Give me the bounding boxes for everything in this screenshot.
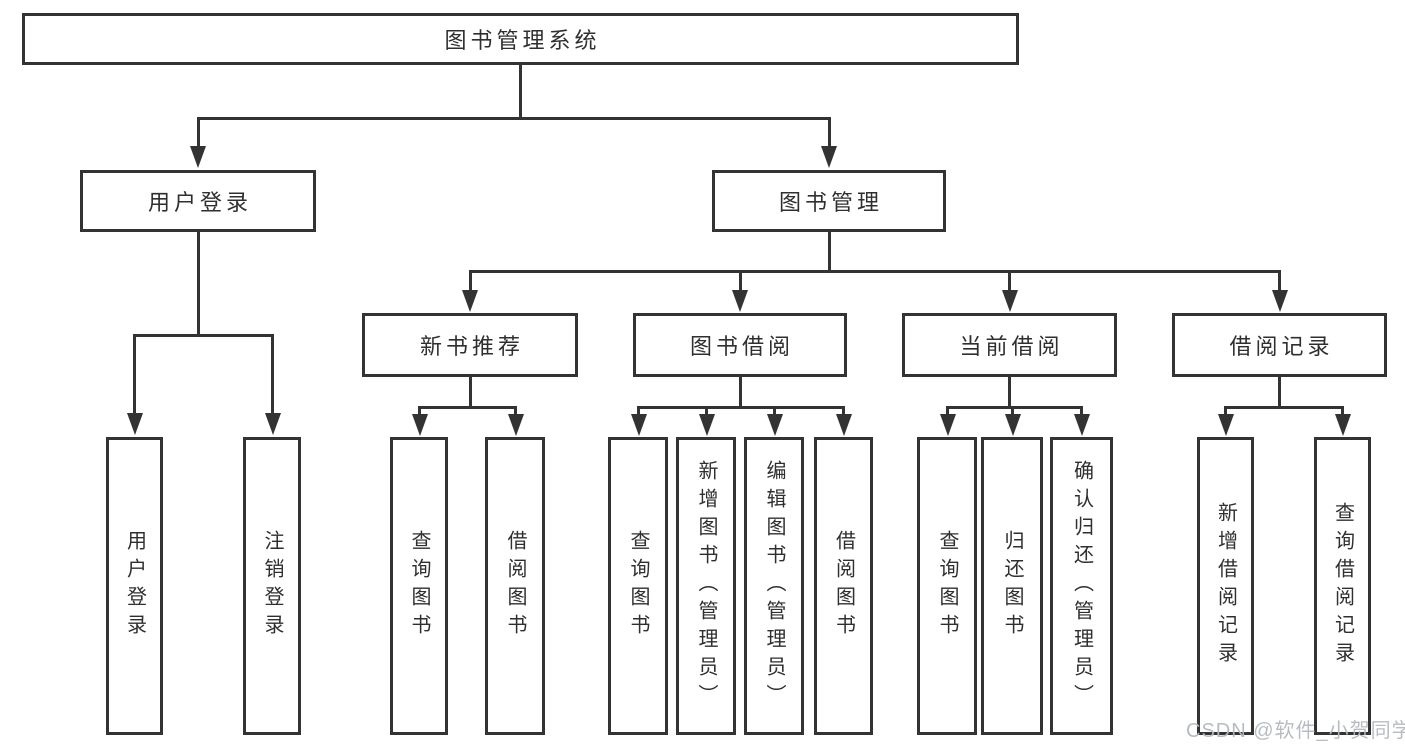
connector-leaf-drop [133,334,136,414]
arrow-down-icon [127,413,143,435]
connector-leaf-drop [271,334,274,414]
leaf-current-query-books: 查询图书 [917,437,977,735]
arrow-down-icon [190,146,206,168]
connector-root-branch [197,117,831,120]
arrow-down-icon [412,414,428,436]
node-borrowing-records: 借阅记录 [1172,313,1387,377]
leaf-borrow-edit-books-admin: 编辑图书（管理员） [744,437,804,735]
arrow-down-icon [631,414,647,436]
arrow-down-icon [462,290,478,312]
connector-user-login-stem [197,232,200,336]
arrow-down-icon [836,414,852,436]
node-user-login: 用户登录 [80,170,316,232]
connector-records-branch [1224,406,1343,409]
leaf-record-query: 查询借阅记录 [1314,437,1371,735]
connector-l3-drop [739,270,742,291]
connector-new-book-branch [418,406,516,409]
node-book-management: 图书管理 [712,170,946,232]
node-new-book-recommend: 新书推荐 [362,313,578,377]
arrow-down-icon [821,146,837,168]
leaf-borrow-query-books: 查询图书 [608,437,668,735]
arrow-down-icon [767,414,783,436]
connector-l3-drop [1278,270,1281,291]
connector-user-login-branch [133,334,273,337]
node-current-borrowing: 当前借阅 [902,313,1117,377]
leaf-record-add: 新增借阅记录 [1197,437,1254,735]
watermark: CSDN @软件_小贺同学 [1186,720,1405,742]
connector-leaf-drop [514,406,517,416]
arrow-down-icon [699,414,715,436]
connector-leaf-drop [705,406,708,416]
arrow-down-icon [1002,290,1018,312]
connector-leaf-drop [1080,406,1083,416]
connector-leaf-drop [1224,406,1227,416]
connector-l3-drop [1008,270,1011,291]
connector-leaf-drop [1011,406,1014,416]
leaf-newbook-query-books: 查询图书 [390,437,448,735]
node-book-borrowing: 图书借阅 [633,313,847,377]
leaf-newbook-borrow-books: 借阅图书 [485,437,545,735]
arrow-down-icon [940,414,956,436]
connector-book-mgmt-branch [469,270,1281,273]
connector-book-borrow-stem [739,377,742,408]
arrow-down-icon [1218,414,1234,436]
connector-leaf-drop [773,406,776,416]
node-library-system: 图书管理系统 [22,13,1019,65]
connector-new-book-stem [469,377,472,408]
arrow-down-icon [1272,290,1288,312]
arrow-down-icon [1335,414,1351,436]
connector-leaf-drop [637,406,640,416]
connector-records-stem [1278,377,1281,408]
connector-book-borrow-branch [637,406,844,409]
connector-current-borrow-stem [1008,377,1011,408]
connector-user-login-drop [197,117,200,147]
arrow-down-icon [508,414,524,436]
connector-root-stem [519,65,522,119]
leaf-user-login: 用户登录 [106,437,163,735]
leaf-borrow-borrow-books: 借阅图书 [814,437,873,735]
connector-leaf-drop [946,406,949,416]
connector-leaf-drop [418,406,421,416]
arrow-down-icon [1005,414,1021,436]
connector-l3-drop [469,270,472,291]
arrow-down-icon [265,413,281,435]
arrow-down-icon [1074,414,1090,436]
connector-current-borrow-branch [946,406,1082,409]
leaf-borrow-add-books-admin: 新增图书（管理员） [676,437,736,735]
leaf-current-confirm-return-admin: 确认归还（管理员） [1050,437,1113,735]
connector-book-mgmt-drop [828,117,831,147]
leaf-current-return-books: 归还图书 [981,437,1043,735]
connector-leaf-drop [842,406,845,416]
arrow-down-icon [732,290,748,312]
leaf-logout: 注销登录 [243,437,301,735]
connector-leaf-drop [1341,406,1344,416]
connector-book-mgmt-stem [828,232,831,272]
